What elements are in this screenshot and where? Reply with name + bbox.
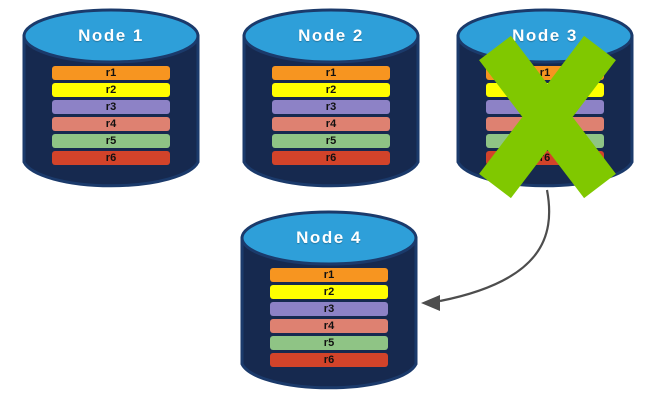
row-bar-r5: r5: [272, 134, 390, 148]
row-bar-r4: r4: [270, 319, 388, 333]
row-bar-r4: r4: [486, 117, 604, 131]
row-list-2: r1 r2 r3 r4 r5 r6: [272, 66, 390, 165]
row-list-1: r1 r2 r3 r4 r5 r6: [52, 66, 170, 165]
row-bar-r6: r6: [52, 151, 170, 165]
arrow-curve-path: [439, 189, 551, 303]
row-list-4: r1 r2 r3 r4 r5 r6: [270, 268, 388, 367]
arrow-head-icon: [421, 295, 440, 311]
row-bar-r2: r2: [52, 83, 170, 97]
row-bar-r5: r5: [270, 336, 388, 350]
row-bar-r3: r3: [270, 302, 388, 316]
row-bar-r1: r1: [272, 66, 390, 80]
row-bar-r1: r1: [486, 66, 604, 80]
row-bar-r2: r2: [486, 83, 604, 97]
row-bar-r6: r6: [486, 151, 604, 165]
row-bar-r4: r4: [52, 117, 170, 131]
row-bar-r5: r5: [486, 134, 604, 148]
row-bar-r6: r6: [272, 151, 390, 165]
row-bar-r4: r4: [272, 117, 390, 131]
row-bar-r1: r1: [270, 268, 388, 282]
row-list-3: r1 r2 r3 r4 r5 r6: [486, 66, 604, 165]
row-bar-r1: r1: [52, 66, 170, 80]
row-bar-r3: r3: [486, 100, 604, 114]
row-bar-r6: r6: [270, 353, 388, 367]
row-bar-r3: r3: [52, 100, 170, 114]
row-bar-r3: r3: [272, 100, 390, 114]
row-bar-r5: r5: [52, 134, 170, 148]
row-bar-r2: r2: [270, 285, 388, 299]
row-bar-r2: r2: [272, 83, 390, 97]
